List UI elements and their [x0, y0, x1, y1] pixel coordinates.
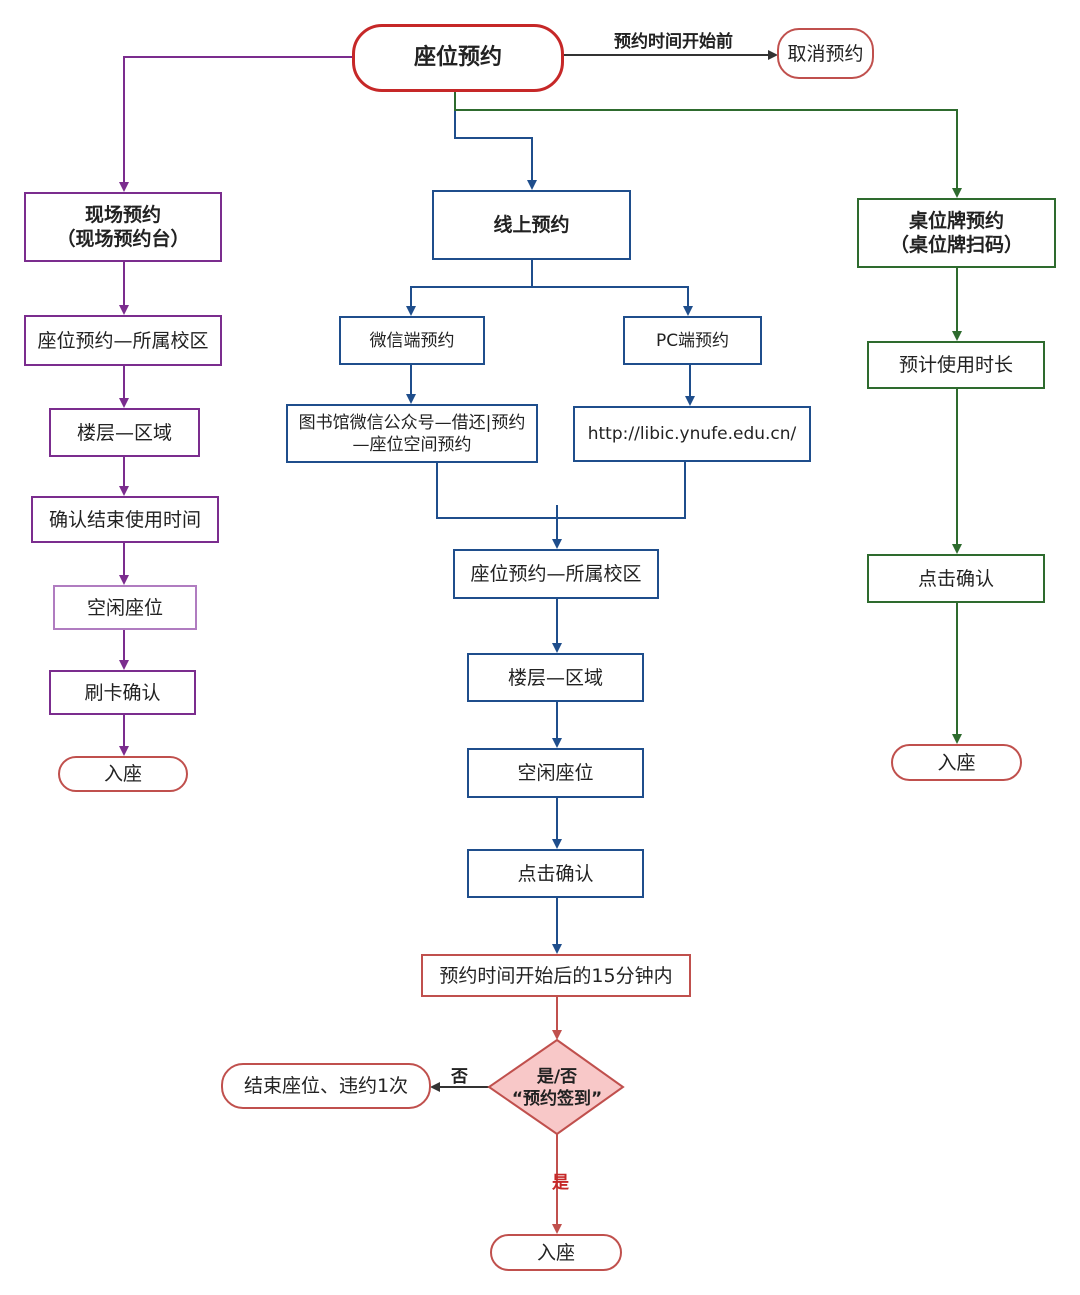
desk-step-1: 预计使用时长 [867, 341, 1045, 389]
wechat-path-node: 图书馆微信公众号—借还|预约 —座位空间预约 [286, 404, 538, 463]
yes-label: 是 [552, 1173, 569, 1193]
online-step-4-label: 点击确认 [517, 862, 594, 885]
time-window-label: 预约时间开始后的15分钟内 [439, 964, 673, 987]
onsite-step-1-label: 座位预约—所属校区 [37, 329, 209, 352]
desk-step-2-label: 点击确认 [917, 567, 994, 590]
onsite-step-3-label: 确认结束使用时间 [48, 508, 201, 531]
desk-title-node: 桌位牌预约 （桌位牌扫码） [857, 198, 1056, 268]
link-root-online [454, 91, 537, 190]
onsite-step-2: 楼层—区域 [49, 408, 200, 457]
onsite-step-5-label: 刷卡确认 [84, 681, 161, 704]
online-step-4: 点击确认 [467, 849, 644, 898]
online-end-node: 入座 [490, 1234, 622, 1271]
root-label: 座位预约 [413, 45, 502, 70]
onsite-step-4-label: 空闲座位 [86, 596, 163, 619]
cancel-condition-label: 预约时间开始前 [614, 32, 733, 52]
decision-line1: 是/否 [536, 1067, 578, 1087]
pc-url-label: http://libic.ynufe.edu.cn/ [587, 424, 797, 444]
online-step-3-label: 空闲座位 [517, 762, 594, 784]
pc-url-node: http://libic.ynufe.edu.cn/ [573, 406, 811, 462]
desk-step-2: 点击确认 [867, 554, 1045, 603]
no-result-label: 结束座位、违约1次 [243, 1075, 409, 1097]
desk-step-1-label: 预计使用时长 [898, 354, 1013, 376]
link-root-onsite [119, 56, 353, 192]
wechat-node: 微信端预约 [339, 316, 485, 365]
desk-end-label: 入座 [937, 751, 976, 774]
onsite-title-line2: （现场预约台） [56, 228, 190, 250]
no-result-node: 结束座位、违约1次 [221, 1063, 431, 1109]
onsite-title-node: 现场预约 （现场预约台） [24, 192, 222, 262]
desk-end-node: 入座 [891, 744, 1022, 781]
root-node: 座位预约 [352, 24, 564, 92]
desk-title-line2: （桌位牌扫码） [889, 234, 1023, 256]
online-title-label: 线上预约 [493, 214, 570, 236]
decision-diamond [487, 1038, 625, 1136]
online-step-1: 座位预约—所属校区 [453, 549, 659, 599]
wechat-label: 微信端预约 [369, 330, 455, 351]
online-end-label: 入座 [536, 1241, 575, 1264]
cancel-node: 取消预约 [777, 28, 874, 79]
cancel-label: 取消预约 [787, 42, 864, 65]
decision-line2: “预约签到” [511, 1089, 603, 1109]
onsite-end-label: 入座 [103, 763, 142, 785]
pc-label: PC端预约 [655, 330, 730, 351]
online-title-node: 线上预约 [432, 190, 631, 260]
onsite-end-node: 入座 [58, 756, 188, 792]
onsite-step-3: 确认结束使用时间 [31, 496, 219, 543]
onsite-step-5: 刷卡确认 [49, 670, 196, 715]
desk-title-line1: 桌位牌预约 [908, 210, 1004, 232]
online-step-2-label: 楼层—区域 [507, 666, 603, 689]
no-label: 否 [451, 1067, 468, 1087]
decision-text: 是/否 “预约签到” [497, 1066, 617, 1110]
online-step-3: 空闲座位 [467, 748, 644, 798]
online-step-1-label: 座位预约—所属校区 [470, 563, 642, 585]
onsite-step-1: 座位预约—所属校区 [24, 315, 222, 366]
online-step-2: 楼层—区域 [467, 653, 644, 702]
onsite-step-2-label: 楼层—区域 [76, 421, 172, 444]
onsite-step-4: 空闲座位 [53, 585, 197, 630]
wechat-path-line1: 图书馆微信公众号—借还|预约 [298, 412, 526, 433]
pc-node: PC端预约 [623, 316, 762, 365]
onsite-title-line1: 现场预约 [84, 204, 161, 226]
time-window-node: 预约时间开始后的15分钟内 [421, 954, 691, 997]
link-root-desk [454, 91, 962, 198]
wechat-path-line2: —座位空间预约 [352, 434, 472, 455]
